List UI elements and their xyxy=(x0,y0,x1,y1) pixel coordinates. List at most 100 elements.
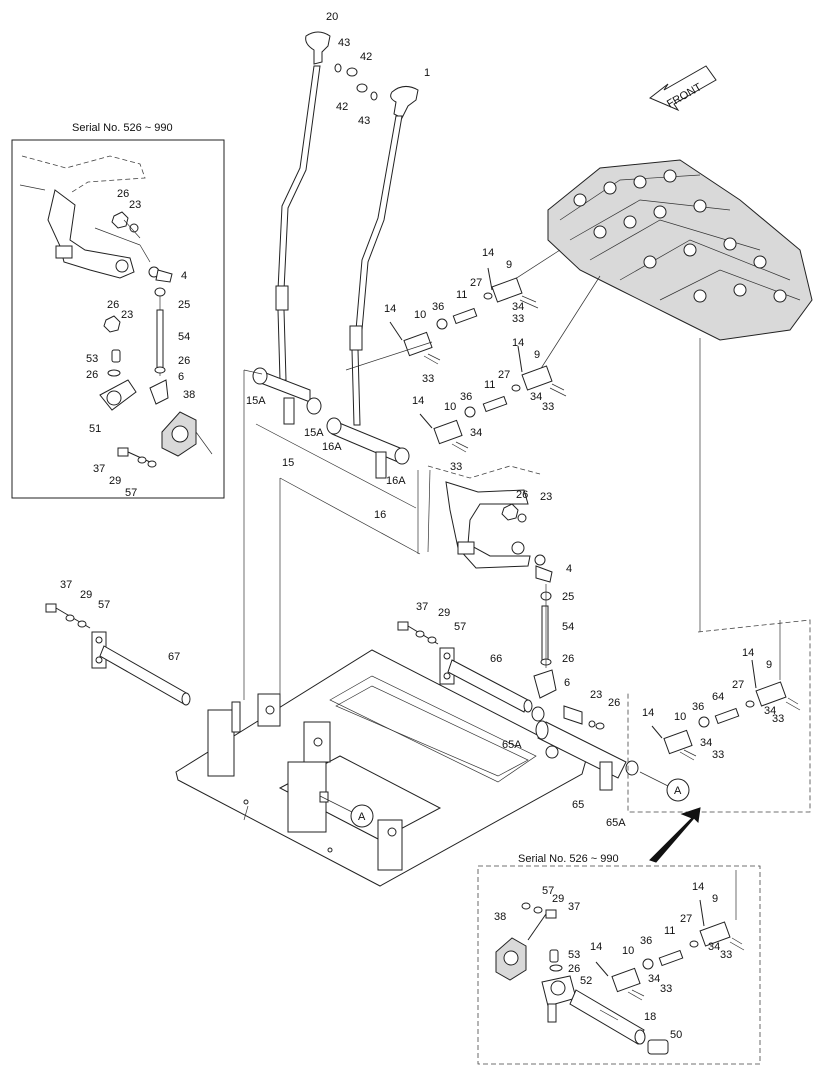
inset-bottom-labels: 57 29 37 38 14 9 27 11 36 14 10 53 26 52… xyxy=(494,881,732,1041)
part-label: 14 xyxy=(512,337,524,349)
part-label: 52 xyxy=(580,975,592,987)
part-label: 4 xyxy=(181,270,187,282)
main-labels: 20 43 42 42 43 1 14 9 27 11 36 10 14 34 … xyxy=(60,11,784,829)
part-label: 36 xyxy=(460,391,472,403)
part-label: 9 xyxy=(506,259,512,271)
part-label: 33 xyxy=(772,713,784,725)
part-label: 27 xyxy=(498,369,510,381)
part-label: 26 xyxy=(562,653,574,665)
part-label: 33 xyxy=(512,313,524,325)
control-valve xyxy=(497,159,813,632)
link-group-2 xyxy=(419,345,567,453)
part-label: 42 xyxy=(360,51,372,63)
part-label: 33 xyxy=(720,949,732,961)
part-label: 65A xyxy=(606,817,626,829)
part-label: 14 xyxy=(482,247,494,259)
part-label: 36 xyxy=(640,935,652,947)
rod-67 xyxy=(45,603,191,706)
part-label: 33 xyxy=(712,749,724,761)
part-label: 29 xyxy=(109,475,121,487)
part-label: 16A xyxy=(322,441,342,453)
part-label: 16A xyxy=(386,475,406,487)
part-label: 20 xyxy=(326,11,338,23)
part-label: 26 xyxy=(86,369,98,381)
part-label: 29 xyxy=(552,893,564,905)
part-label: 57 xyxy=(125,487,137,499)
part-label: 29 xyxy=(438,607,450,619)
part-label: 26 xyxy=(608,697,620,709)
rod-66-65 xyxy=(397,621,639,791)
front-arrow: FRONT xyxy=(649,65,717,112)
part-label: 43 xyxy=(358,115,370,127)
part-label: 34 xyxy=(470,427,482,439)
inset-bottom-caption: Serial No. 526 ~ 990 xyxy=(518,853,619,865)
part-label: 57 xyxy=(98,599,110,611)
part-label: 36 xyxy=(692,701,704,713)
part-label: 33 xyxy=(542,401,554,413)
part-label: 33 xyxy=(450,461,462,473)
part-label: 14 xyxy=(590,941,602,953)
part-label: 23 xyxy=(129,199,141,211)
part-label: 9 xyxy=(766,659,772,671)
part-label: 18 xyxy=(644,1011,656,1023)
part-label: 10 xyxy=(444,401,456,413)
part-label: 66 xyxy=(490,653,502,665)
part-label: 14 xyxy=(642,707,654,719)
part-label: 11 xyxy=(484,379,495,391)
inset-top-left: Serial No. 526 ~ 990 xyxy=(11,122,225,499)
part-label: 38 xyxy=(183,389,195,401)
part-label: 51 xyxy=(89,423,101,435)
part-label: 15 xyxy=(282,457,294,469)
part-label: 37 xyxy=(93,463,105,475)
part-label: 65 xyxy=(572,799,584,811)
part-label: 9 xyxy=(712,893,718,905)
part-label: 50 xyxy=(670,1029,682,1041)
part-label: 34 xyxy=(648,973,660,985)
part-label: 34 xyxy=(530,391,542,403)
part-label: 16 xyxy=(374,509,386,521)
part-label: 33 xyxy=(660,983,672,995)
part-label: 34 xyxy=(764,705,776,717)
part-label: 10 xyxy=(414,309,426,321)
inset-top-caption: Serial No. 526 ~ 990 xyxy=(72,122,173,134)
part-label: 25 xyxy=(178,299,190,311)
part-label: 57 xyxy=(454,621,466,633)
part-label: 64 xyxy=(712,691,724,703)
part-label: 27 xyxy=(470,277,482,289)
part-label: 37 xyxy=(60,579,72,591)
part-label: 34 xyxy=(700,737,712,749)
part-label: 6 xyxy=(564,677,570,689)
part-label: 6 xyxy=(178,371,184,383)
part-label: 23 xyxy=(540,491,552,503)
part-label: 11 xyxy=(664,925,675,937)
center-bracket xyxy=(427,465,557,699)
part-label: 14 xyxy=(742,647,754,659)
part-label: 37 xyxy=(568,901,580,913)
inset-pointer-arrow xyxy=(649,807,701,863)
inset-bottom: Serial No. 526 ~ 990 57 29 xyxy=(477,853,761,1065)
callout-a-right: A xyxy=(674,785,682,797)
part-label: 14 xyxy=(412,395,424,407)
part-label: 10 xyxy=(622,945,634,957)
inset-top-labels: 26 23 4 26 23 25 54 53 26 26 6 38 51 37 … xyxy=(86,188,195,499)
part-label: 34 xyxy=(708,941,720,953)
part-label: 27 xyxy=(680,913,692,925)
part-label: 36 xyxy=(432,301,444,313)
part-label: 65A xyxy=(502,739,522,751)
part-label: 27 xyxy=(732,679,744,691)
part-label: 38 xyxy=(494,911,506,923)
base-plate xyxy=(175,369,587,887)
part-label: 54 xyxy=(178,331,190,343)
part-label: 67 xyxy=(168,651,180,663)
part-label: 53 xyxy=(568,949,580,961)
part-label: 42 xyxy=(336,101,348,113)
part-label: 33 xyxy=(422,373,434,385)
control-levers xyxy=(252,31,419,479)
callout-a-main: A xyxy=(358,811,366,823)
part-label: 37 xyxy=(416,601,428,613)
part-label: 34 xyxy=(512,301,524,313)
part-label: 25 xyxy=(562,591,574,603)
part-label: 26 xyxy=(516,489,528,501)
part-label: 1 xyxy=(424,67,430,79)
